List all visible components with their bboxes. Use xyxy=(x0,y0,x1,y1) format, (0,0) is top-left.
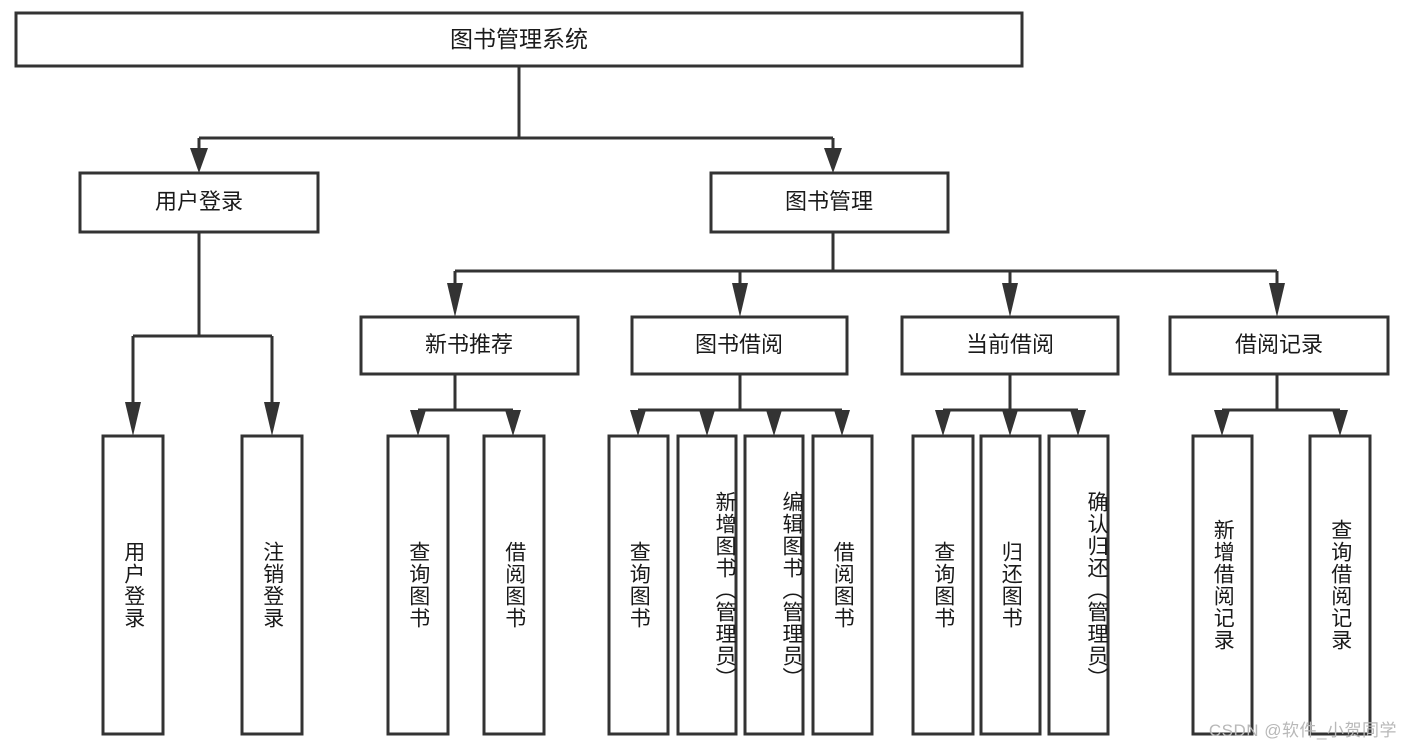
leaf-box-nb-query-book[interactable] xyxy=(386,434,450,736)
arrow-bb-query-book xyxy=(630,410,646,436)
arrow-br-query-record xyxy=(1332,410,1348,436)
node-root-box[interactable] xyxy=(14,11,1024,68)
node-borrow-record-label: 借阅记录 xyxy=(1235,332,1323,357)
node-root[interactable]: 图书管理系统 xyxy=(14,11,1024,68)
leaf-box-user-login[interactable] xyxy=(101,434,165,736)
connector-root-to-level2 xyxy=(190,66,842,173)
arrow-book-manage xyxy=(824,148,842,173)
connector-bookborrow-to-leaves xyxy=(630,374,850,436)
connector-borrowrecord-to-leaves xyxy=(1214,374,1348,436)
arrow-nb-query-book xyxy=(410,410,426,436)
node-book-borrow[interactable]: 图书借阅 xyxy=(630,315,849,376)
leaf-box-bb-borrow-book[interactable] xyxy=(811,434,874,736)
leaf-box-br-query-record[interactable] xyxy=(1308,434,1372,736)
arrow-leaf-logout xyxy=(264,402,280,436)
leaf-box-logout[interactable] xyxy=(240,434,304,736)
node-root-label: 图书管理系统 xyxy=(450,26,588,52)
node-borrow-record-box[interactable] xyxy=(1168,315,1390,376)
arrow-cb-query-book xyxy=(935,410,951,436)
leaf-box-cb-return-book[interactable] xyxy=(979,434,1042,736)
node-new-book-recommend-label: 新书推荐 xyxy=(425,332,513,357)
arrow-nb-borrow-book xyxy=(505,410,521,436)
csdn-watermark: CSDN @软件_小贺同学 xyxy=(1208,721,1397,740)
arrow-current-borrow xyxy=(1002,283,1018,317)
node-book-manage[interactable]: 图书管理 xyxy=(709,171,950,234)
leaf-box-bb-add-book[interactable] xyxy=(676,434,738,736)
node-book-manage-label: 图书管理 xyxy=(785,189,873,214)
node-current-borrow-label: 当前借阅 xyxy=(966,332,1054,357)
leaf-box-nb-borrow-book[interactable] xyxy=(482,434,546,736)
leaf-box-bb-edit-book[interactable] xyxy=(743,434,805,736)
node-new-book-recommend-box[interactable] xyxy=(359,315,580,376)
arrow-bb-borrow-book xyxy=(834,410,850,436)
leaf-box-cb-query-book[interactable] xyxy=(911,434,975,736)
arrow-bb-add-book xyxy=(699,410,715,436)
node-book-borrow-box[interactable] xyxy=(630,315,849,376)
leaf-box-br-add-record[interactable] xyxy=(1191,434,1254,736)
arrow-user-login xyxy=(190,148,208,173)
arrow-cb-confirm-return xyxy=(1070,410,1086,436)
node-new-book-recommend[interactable]: 新书推荐 xyxy=(359,315,580,376)
node-borrow-record[interactable]: 借阅记录 xyxy=(1168,315,1390,376)
connector-currentborrow-to-leaves xyxy=(935,374,1086,436)
leaf-box-cb-confirm-return[interactable] xyxy=(1047,434,1110,736)
arrow-borrow-record xyxy=(1269,283,1285,317)
arrow-leaf-user-login xyxy=(125,402,141,436)
node-user-login-label: 用户登录 xyxy=(155,189,243,214)
leaf-box-bb-query-book[interactable] xyxy=(607,434,670,736)
arrow-new-book xyxy=(447,283,463,317)
node-book-manage-box[interactable] xyxy=(709,171,950,234)
node-current-borrow[interactable]: 当前借阅 xyxy=(900,315,1120,376)
connector-userlogin-to-leaves xyxy=(125,232,280,436)
node-book-borrow-label: 图书借阅 xyxy=(695,332,783,357)
node-current-borrow-box[interactable] xyxy=(900,315,1120,376)
node-user-login[interactable]: 用户登录 xyxy=(78,171,320,234)
node-user-login-box[interactable] xyxy=(78,171,320,234)
arrow-br-add-record xyxy=(1214,410,1230,436)
connector-newbook-to-leaves xyxy=(410,374,521,436)
arrow-book-borrow xyxy=(732,283,748,317)
connector-bookmanage-to-level3 xyxy=(447,232,1285,317)
arrow-cb-return-book xyxy=(1002,410,1018,436)
arrow-bb-edit-book xyxy=(766,410,782,436)
